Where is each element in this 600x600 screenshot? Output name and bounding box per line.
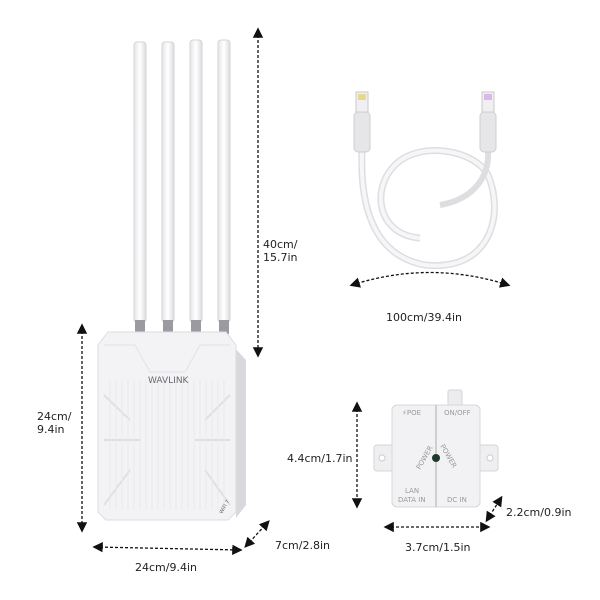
antenna-height-line2: 15.7in [263, 251, 298, 264]
router-depth-arrow [244, 520, 270, 548]
cable-length-label: 100cm/39.4in [386, 311, 462, 324]
poe-injector: ⚡POE ON/OFF POWER POWER LAN DATA IN DC I… [373, 389, 499, 508]
router-height-label: 24cm/ 9.4in [37, 410, 71, 436]
power-led [432, 454, 440, 462]
antenna [161, 41, 175, 334]
router-body: WAVLINK WiFi 7 [97, 331, 246, 521]
poe-height-label: 4.4cm/1.7in [287, 452, 353, 465]
poe-width-label: 3.7cm/1.5in [405, 541, 471, 554]
data-in-label: DATA IN [398, 496, 426, 504]
router-depth-label: 7cm/2.8in [275, 539, 330, 552]
dc-in-label: DC IN [447, 496, 467, 504]
router-height-line2: 9.4in [37, 423, 65, 436]
antenna-height-line1: 40cm/ [263, 238, 298, 251]
antennas [133, 39, 231, 334]
antenna [189, 39, 203, 334]
poe-port-label: ⚡POE [402, 409, 421, 417]
antenna [133, 41, 147, 334]
ethernet-cable [353, 91, 498, 270]
router-width-label: 24cm/9.4in [135, 561, 197, 574]
poe-depth-arrow [485, 495, 503, 523]
poe-depth-label: 2.2cm/0.9in [506, 506, 572, 519]
cable-length-arrow [349, 271, 511, 288]
lan-port-label: LAN [405, 487, 419, 495]
router-height-line1: 24cm/ [37, 410, 72, 423]
on-off-label: ON/OFF [444, 409, 471, 417]
antenna [217, 39, 231, 334]
router-brand-logo: WAVLINK [148, 376, 190, 386]
rj45-connector [353, 91, 371, 153]
router-width-arrow [92, 541, 243, 556]
rj45-connector [479, 91, 497, 153]
antenna-height-label: 40cm/ 15.7in [263, 238, 298, 264]
